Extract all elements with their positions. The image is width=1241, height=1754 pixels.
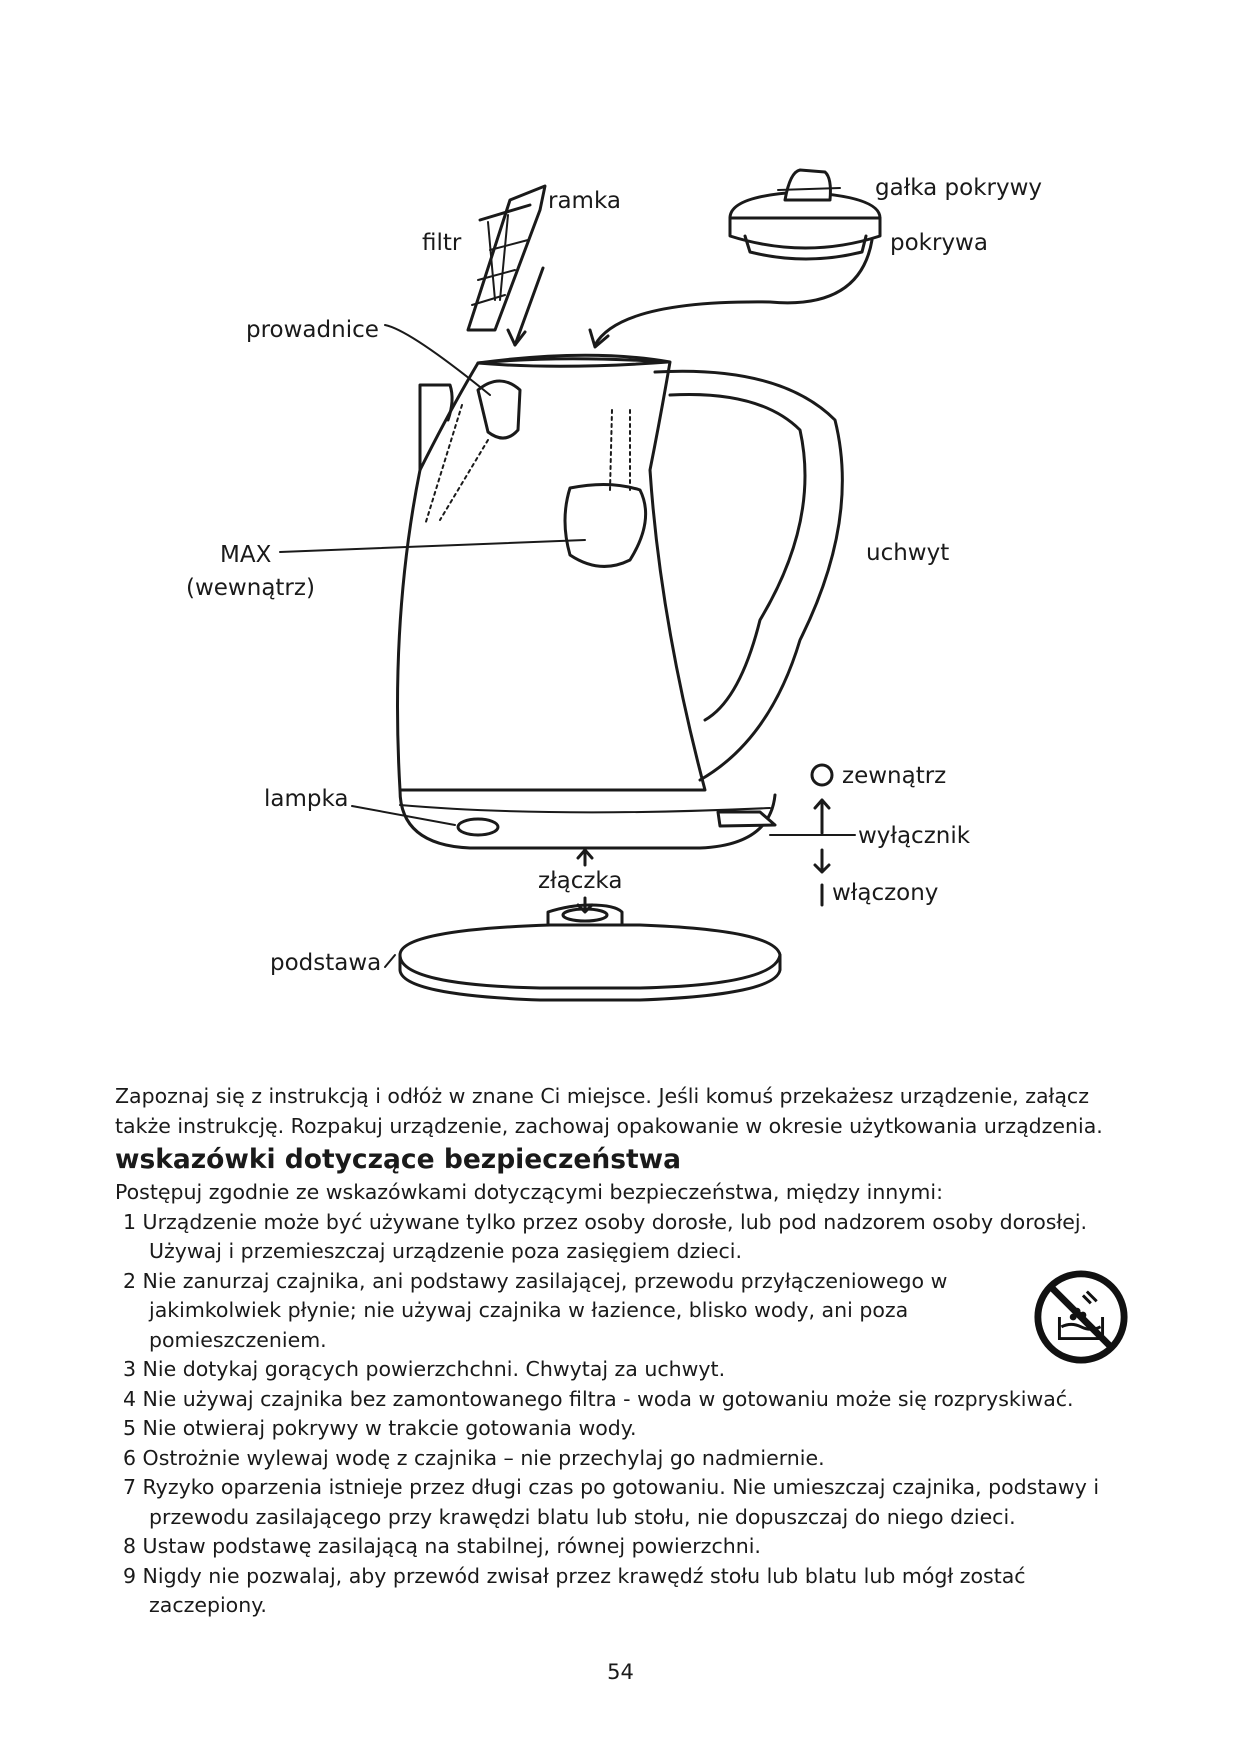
label-lampka: lampka <box>264 786 349 812</box>
label-wlaczony: włączony <box>832 880 938 906</box>
safety-item-7: 7 Ryzyko oparzenia istnieje przez długi … <box>123 1475 1100 1529</box>
label-max: MAX <box>220 542 272 568</box>
safety-item-5: 5 Nie otwieraj pokrywy w trakcie gotowan… <box>123 1416 637 1440</box>
label-max-sub: (wewnątrz) <box>186 575 315 601</box>
label-filtr: filtr <box>422 230 462 256</box>
safety-item-8: 8 Ustaw podstawę zasilającą na stabilnej… <box>123 1534 761 1558</box>
filter-part <box>466 184 547 332</box>
label-prowadnice: prowadnice <box>246 317 379 343</box>
intro-line-1: Zapoznaj się z instrukcją i odłóż w znan… <box>115 1084 1089 1108</box>
safety-item-3: 3 Nie dotykaj gorących powierzchchni. Ch… <box>123 1357 726 1381</box>
label-wylacznik: wyłącznik <box>858 823 971 849</box>
safety-item-1: 1 Urządzenie może być używane tylko prze… <box>123 1209 1088 1264</box>
label-pokrywa: pokrywa <box>890 230 988 256</box>
safety-heading: wskazówki dotyczące bezpieczeństwa <box>115 1144 682 1175</box>
safety-lead: Postępuj zgodnie ze wskazówkami dotycząc… <box>115 1180 944 1204</box>
page-number: 54 <box>607 1660 634 1684</box>
label-galka-pokrywy: gałka pokrywy <box>875 175 1042 201</box>
kettle-diagram: ramka filtr gałka pokrywy pokrywa prowad… <box>186 168 1042 1002</box>
no-immersion-icon <box>1034 1270 1128 1364</box>
safety-item-4: 4 Nie używaj czajnika bez zamontowanego … <box>123 1386 1074 1411</box>
safety-item-9: 9 Nigdy nie pozwalaj, aby przewód zwisał… <box>123 1563 1026 1618</box>
base-part <box>398 903 782 1002</box>
lid-part <box>728 168 882 261</box>
intro-line-2: także instrukcję. Rozpakuj urządzenie, z… <box>115 1113 1103 1138</box>
kettle-body <box>396 353 844 850</box>
label-zewnatrz: zewnątrz <box>842 763 946 789</box>
instructions-text: Zapoznaj się z instrukcją i odłóż w znan… <box>115 1082 1125 1621</box>
safety-item-6: 6 Ostrożnie wylewaj wodę z czajnika – ni… <box>123 1445 825 1470</box>
label-zlaczka: złączka <box>538 868 622 894</box>
label-uchwyt: uchwyt <box>866 540 949 566</box>
safety-item-2: 2 Nie zanurzaj czajnika, ani podstawy za… <box>123 1268 948 1352</box>
label-podstawa: podstawa <box>270 950 381 976</box>
label-ramka: ramka <box>548 188 621 214</box>
